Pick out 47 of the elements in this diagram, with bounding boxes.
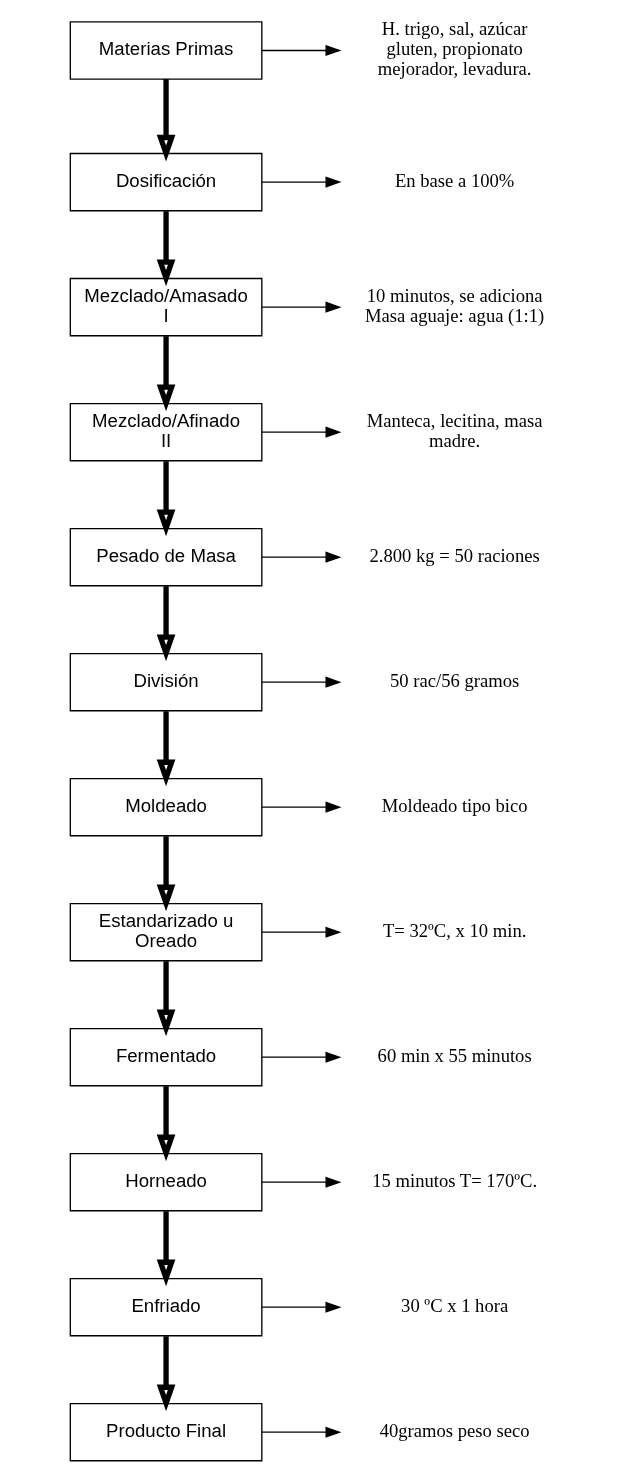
node-text: Manteca, lecitina, masa madre. [366,409,542,451]
node-box: Moldeado [69,777,262,836]
arrow [260,176,341,188]
node-box: Estandarizado u Oreado [69,902,262,961]
arrow [156,960,175,1036]
arrow [156,710,175,786]
node-box: Dosificación [69,152,262,211]
node-text: 15 minutos T= 170ºC. [371,1169,537,1191]
node-box: Mezclado/Afinado II [69,402,262,461]
node-text: 30 ºC x 1 hora [400,1294,508,1316]
node-box: Pesado de Masa [69,527,262,586]
arrow [260,44,341,56]
node-text: 10 minutos, se adiciona Masa aguaje: agua (1:1) [364,284,544,326]
arrow [260,1426,341,1438]
node-box: Horneado [69,1152,262,1211]
node-text: T= 32ºC, x 10 min. [382,919,526,941]
node-text: H. trigo, sal, azúcar gluten, propionato mejorador, levadura. [377,17,532,79]
node-text: 50 rac/56 gramos [389,669,519,691]
node-text: 40gramos peso seco [379,1419,530,1441]
arrow [260,1301,341,1313]
arrow [260,551,341,563]
node-box: Mezclado/Amasado I [69,277,262,336]
arrow [156,585,175,661]
node-box: Fermentado [69,1027,262,1086]
arrow [260,426,341,438]
node-box: Enfriado [69,1277,262,1336]
node-text: 2.800 kg = 50 raciones [369,544,540,566]
node-text: En base a 100% [394,169,514,191]
node-box: Materias Primas [69,20,262,80]
arrow [260,926,341,938]
arrow [260,676,341,688]
arrow [260,801,341,813]
arrow [260,301,341,313]
arrow [260,1176,341,1188]
arrow [156,78,175,161]
node-box: Producto Final [69,1402,262,1461]
arrow [156,335,175,411]
node-text: Moldeado tipo bico [381,794,528,816]
arrow [260,1051,341,1063]
arrow [156,460,175,536]
arrow [156,835,175,911]
node-text: 60 min x 55 minutos [377,1044,532,1066]
arrow [156,1085,175,1161]
node-box: División [69,652,262,711]
arrow [156,1210,175,1286]
arrow [156,210,175,286]
arrow [156,1335,175,1411]
